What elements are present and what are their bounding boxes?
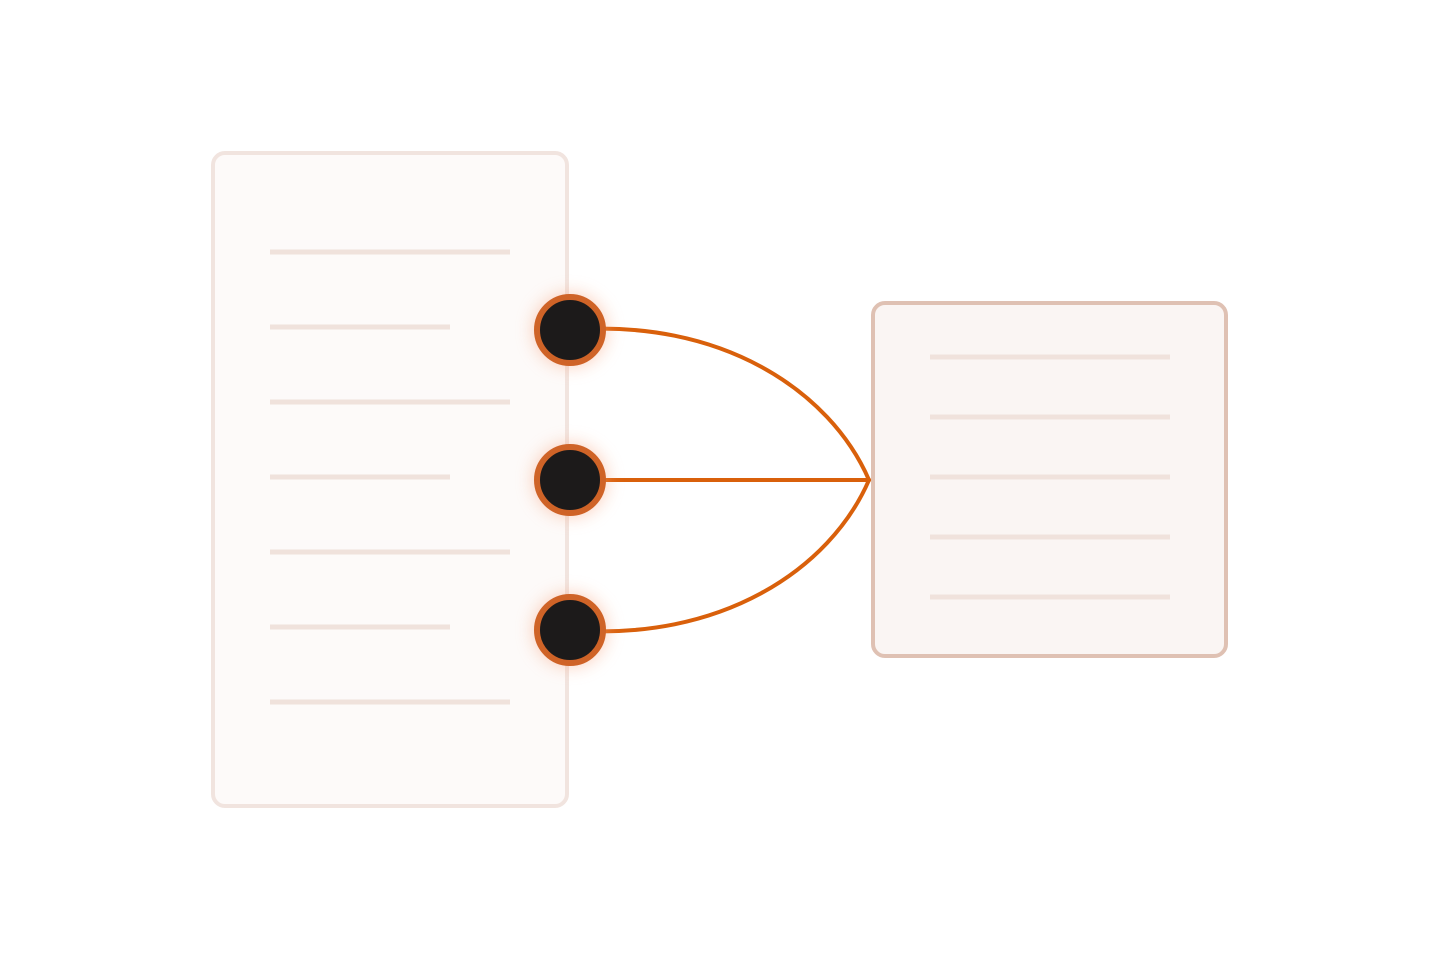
right-card [871, 301, 1228, 658]
connector-node-middle[interactable] [534, 444, 606, 516]
connector-lines [568, 326, 871, 634]
connector-node-bottom[interactable] [534, 594, 606, 666]
node-dot [534, 594, 606, 666]
connector-line-top [568, 326, 871, 482]
connector-node-top[interactable] [534, 294, 606, 366]
connector-nodes [534, 294, 606, 666]
right-card-placeholder-lines [930, 354, 1170, 600]
left-card [211, 151, 569, 808]
left-card-placeholder-lines [270, 249, 510, 705]
node-dot [534, 294, 606, 366]
node-dot [534, 444, 606, 516]
connector-line-bottom [568, 478, 871, 634]
